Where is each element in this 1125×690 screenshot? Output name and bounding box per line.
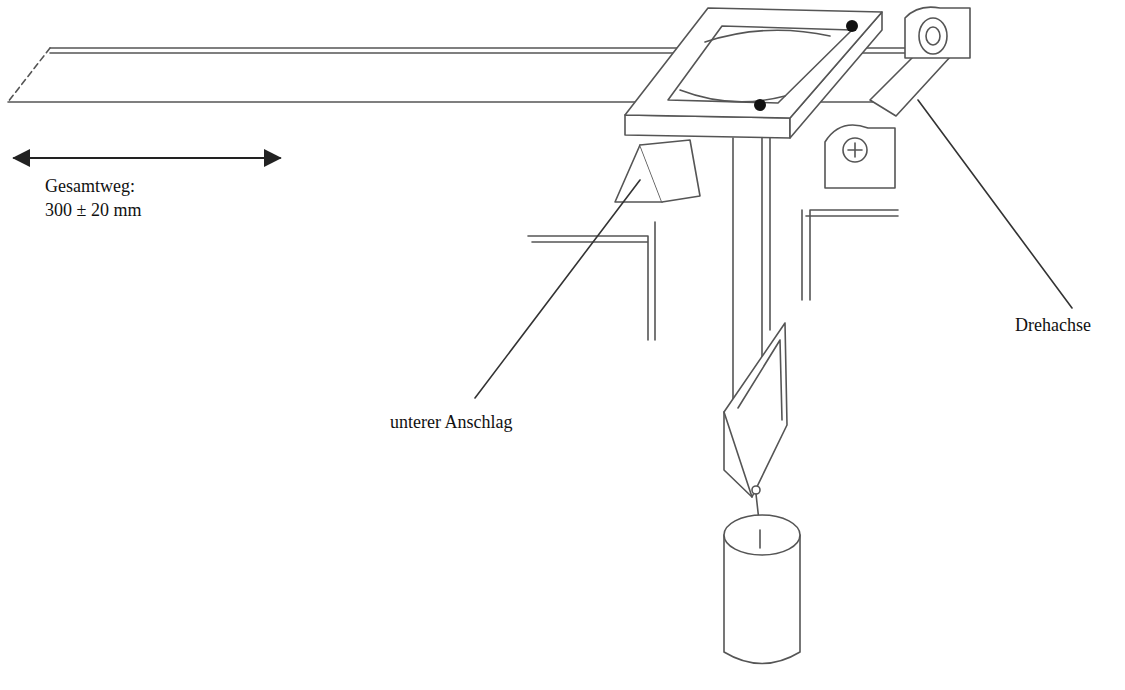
leader-line bbox=[475, 180, 640, 398]
dimension-arrow bbox=[14, 157, 280, 159]
part-label: Drehachse bbox=[1015, 315, 1091, 337]
part-label: unterer Anschlag bbox=[390, 412, 512, 434]
support-frame bbox=[528, 210, 898, 340]
mounting-plate bbox=[625, 8, 882, 138]
leader-line bbox=[918, 100, 1072, 308]
lower-stop-wedge bbox=[615, 140, 700, 202]
dimension-value: 300 ± 20 mm bbox=[45, 200, 141, 222]
rotation-axis bbox=[825, 7, 970, 188]
dimension-label: Gesamtweg: bbox=[45, 176, 135, 198]
clamp bbox=[724, 323, 787, 497]
weight-cylinder bbox=[724, 494, 800, 664]
